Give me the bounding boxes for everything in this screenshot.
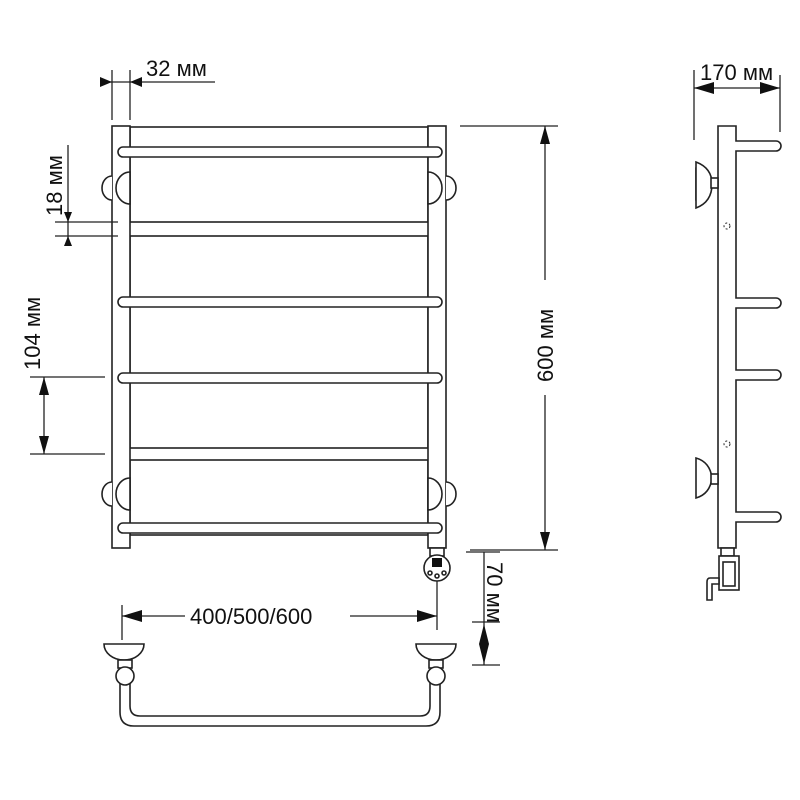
depth-label: 170 мм — [700, 60, 773, 85]
left-post — [111, 125, 131, 549]
rung-spacing-label: 104 мм — [20, 297, 45, 370]
dim-width: 400/500/600 — [121, 604, 437, 640]
dim-32: 32 мм — [100, 56, 215, 120]
heater-connector — [423, 547, 451, 630]
rails — [117, 146, 443, 534]
height-label: 600 мм — [533, 309, 558, 382]
wall-mounts — [101, 171, 457, 511]
frame-panel — [129, 235, 429, 449]
post-width-label: 32 мм — [146, 56, 207, 81]
side-view — [695, 125, 782, 601]
frame-panel — [129, 126, 429, 223]
dim-70: 70 мм — [466, 551, 507, 666]
rung-gap-label: 18 мм — [42, 155, 67, 216]
top-view — [103, 643, 457, 727]
dim-170: 170 мм — [693, 60, 781, 140]
heater-offset-label: 70 мм — [482, 562, 507, 623]
dim-104: 104 мм — [20, 297, 105, 455]
width-label: 400/500/600 — [190, 604, 312, 629]
front-view — [101, 125, 457, 630]
dim-600: 600 мм — [460, 125, 558, 551]
dim-18: 18 мм — [42, 145, 118, 246]
